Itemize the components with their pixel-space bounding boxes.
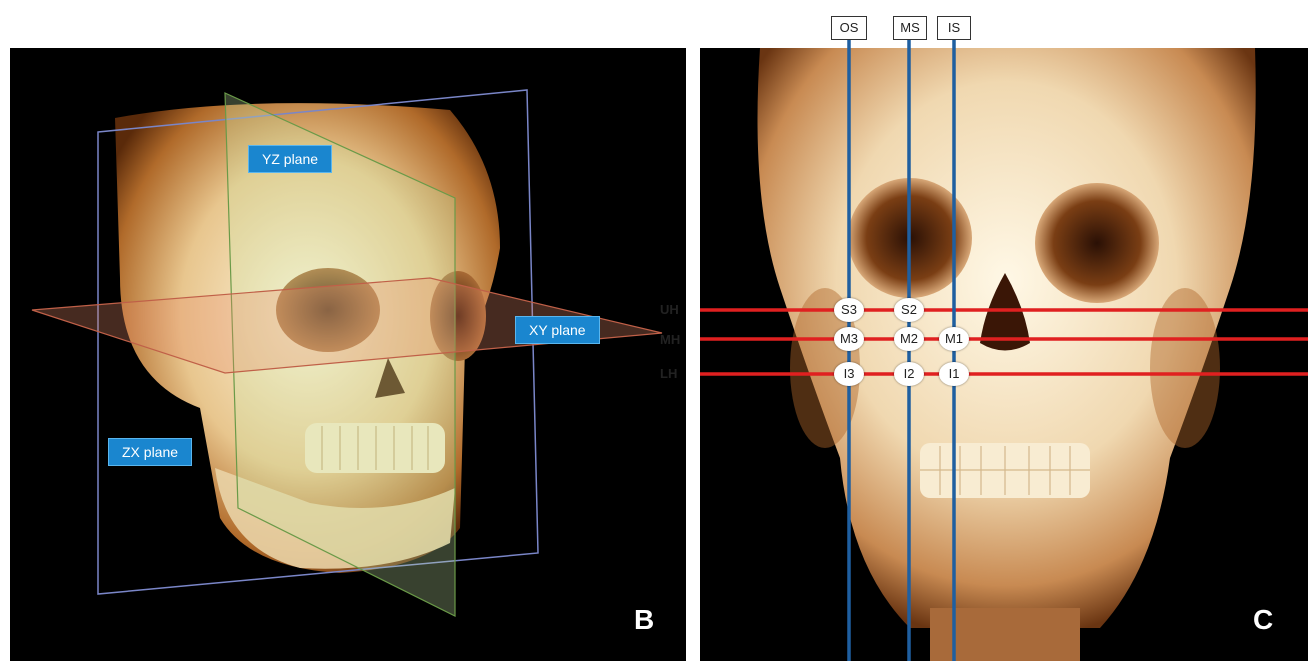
panel-c-frontal-grid: S3 S2 M3 M2 M1 I3 I2 I1 C	[700, 48, 1308, 661]
column-label-ms: MS	[893, 16, 927, 40]
column-label-os: OS	[831, 16, 867, 40]
point-i3: I3	[834, 362, 864, 386]
yz-plane-label: YZ plane	[248, 145, 332, 173]
panel-letter-b: B	[634, 604, 654, 636]
zx-plane-label: ZX plane	[108, 438, 192, 466]
skull-3d-render	[10, 48, 686, 661]
point-m2: M2	[894, 327, 924, 351]
point-i1: I1	[939, 362, 969, 386]
row-label-uh: UH	[660, 302, 679, 317]
column-label-is: IS	[937, 16, 971, 40]
point-i2: I2	[894, 362, 924, 386]
panel-letter-c: C	[1253, 604, 1273, 636]
row-label-lh: LH	[660, 366, 677, 381]
row-label-mh: MH	[660, 332, 680, 347]
point-s3: S3	[834, 298, 864, 322]
panel-b-3d-planes: YZ plane XY plane ZX plane B	[10, 48, 686, 661]
point-s2: S2	[894, 298, 924, 322]
point-m3: M3	[834, 327, 864, 351]
point-m1: M1	[939, 327, 969, 351]
skull-frontal-render	[700, 48, 1308, 661]
xy-plane-label: XY plane	[515, 316, 600, 344]
